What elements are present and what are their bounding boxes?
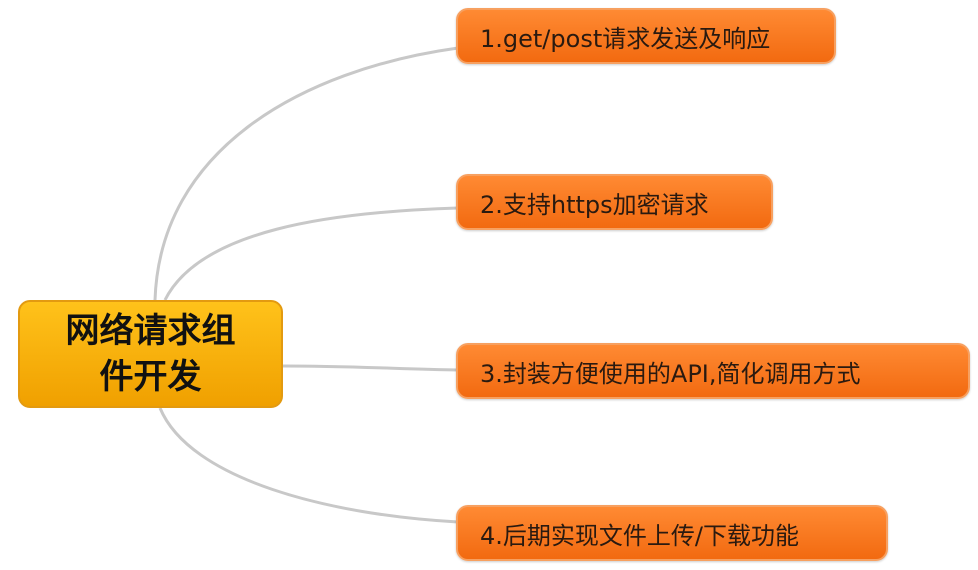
child-node-3[interactable]: 3.封装方便使用的API,简化调用方式: [456, 343, 970, 399]
child-node-4[interactable]: 4.后期实现文件上传/下载功能: [456, 505, 888, 561]
child-label: 3.封装方便使用的API,简化调用方式: [480, 359, 861, 388]
child-label: 2.支持https加密请求: [480, 190, 709, 219]
child-node-2[interactable]: 2.支持https加密请求: [456, 174, 773, 230]
link-2: [163, 206, 459, 301]
root-node[interactable]: 网络请求组件开发: [18, 300, 283, 408]
root-label: 网络请求组件开发: [65, 311, 236, 397]
child-label: 1.get/post请求发送及响应: [480, 24, 771, 53]
child-node-1[interactable]: 1.get/post请求发送及响应: [456, 8, 836, 64]
link-3: [282, 364, 459, 372]
link-4: [158, 407, 459, 524]
link-1: [153, 46, 459, 301]
child-label: 4.后期实现文件上传/下载功能: [480, 521, 799, 550]
